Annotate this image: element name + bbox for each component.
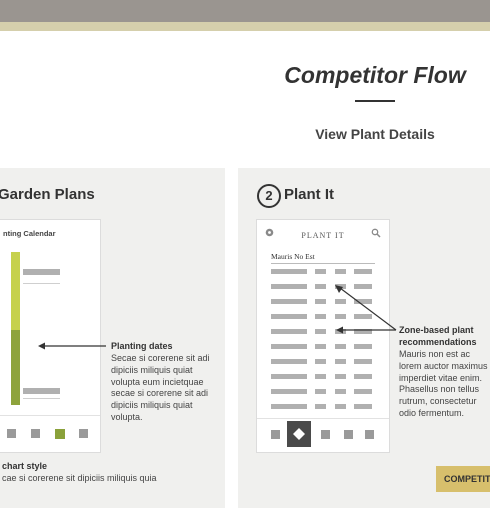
accent-band	[0, 22, 490, 31]
garden-plans-title: Garden Plans	[0, 186, 95, 203]
calendar-title: nting Calendar	[3, 229, 56, 238]
callout-arrow	[38, 342, 106, 350]
phone-subheader: Mauris No Est	[271, 252, 315, 261]
phone-divider	[271, 263, 375, 264]
page-subtitle: View Plant Details	[315, 126, 435, 142]
nav-divider	[257, 418, 389, 419]
nav-divider	[0, 415, 100, 416]
settings-icon[interactable]	[265, 228, 274, 237]
plant-it-title: Plant It	[284, 186, 335, 203]
planting-dates-title: Planting dates	[111, 341, 173, 351]
nav-item[interactable]	[79, 429, 88, 438]
chart-bar-light	[11, 252, 20, 330]
zone-note-body: Mauris non est ac lorem auctor maximus i…	[399, 349, 488, 418]
calendar-divider	[23, 283, 60, 284]
nav-item-active[interactable]	[55, 429, 65, 439]
title-underline	[355, 100, 395, 102]
chart-style-body: cae si corerene sit dipiciis miliquis qu…	[2, 473, 157, 483]
calendar-bar	[23, 388, 60, 394]
competitor-button[interactable]: COMPETIT	[436, 466, 490, 492]
top-photo-band	[0, 0, 490, 22]
plant-it-phone-mockup: PLANT IT Mauris No Est	[256, 219, 390, 453]
planting-dates-body: Secae si corerene sit adi dipiciis miliq…	[111, 353, 210, 422]
nav-item[interactable]	[271, 430, 280, 439]
callout-arrows	[335, 285, 397, 334]
chart-style-title: chart style	[2, 461, 48, 471]
calendar-divider	[23, 398, 60, 399]
step-number-badge: 2	[257, 184, 281, 208]
nav-item-active[interactable]	[287, 421, 311, 447]
nav-item[interactable]	[31, 429, 40, 438]
chart-bar-dark	[11, 330, 20, 405]
zone-note-title: Zone-based plant recommendations	[399, 325, 477, 347]
nav-item[interactable]	[7, 429, 16, 438]
calendar-bar	[23, 269, 60, 275]
nav-item[interactable]	[321, 430, 330, 439]
nav-item[interactable]	[344, 430, 353, 439]
nav-item[interactable]	[365, 430, 374, 439]
page-title: Competitor Flow	[284, 62, 466, 88]
search-icon[interactable]	[371, 228, 381, 238]
diamond-icon	[293, 428, 305, 440]
calendar-phone-mockup: nting Calendar	[0, 219, 101, 453]
phone-title: PLANT IT	[301, 231, 345, 240]
